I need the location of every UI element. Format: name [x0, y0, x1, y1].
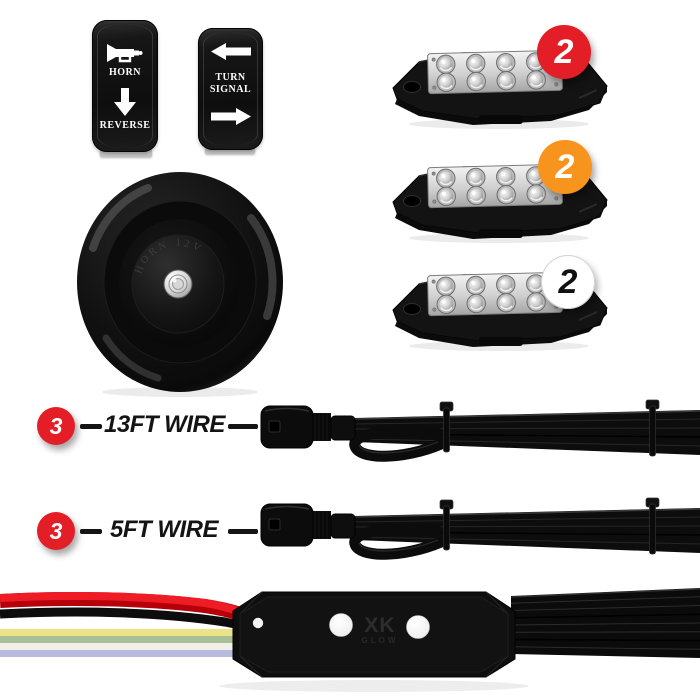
dash-line [80, 424, 102, 429]
quantity-badge-5ft: 3 [37, 512, 75, 550]
switch-base [100, 149, 152, 157]
wire-assembly-13ft [255, 398, 700, 482]
switch-label-reverse: REVERSE [99, 120, 151, 131]
svg-text:XK: XK [364, 614, 395, 637]
module-logo: XK GLOW [362, 614, 399, 645]
quantity-badge-13ft: 3 [37, 407, 75, 445]
module-body: XK GLOW [232, 591, 516, 678]
svg-text:GLOW: GLOW [362, 636, 399, 645]
module-indicator-led [406, 615, 430, 639]
rocker-switch-horn-reverse: HORN REVERSE [92, 20, 158, 152]
control-module: XK GLOW [0, 588, 700, 692]
horn-trumpet-icon [107, 44, 143, 63]
switch-base [205, 147, 255, 154]
rocker-switch-turn-signal: TURN SIGNAL [198, 28, 263, 150]
wire-assembly-5ft [255, 496, 700, 580]
quantity-badge-pod-3: 2 [541, 255, 595, 309]
quantity-badge-pod-1: 2 [537, 25, 591, 79]
wire-length-label-13ft: 13FT WIRE [104, 411, 225, 438]
dash-line [228, 529, 258, 534]
module-output-wires [510, 588, 700, 658]
dash-line [228, 424, 258, 429]
arrow-left-icon [210, 43, 251, 60]
quantity-badge-pod-2: 2 [538, 140, 592, 194]
module-mount-hole [252, 617, 264, 629]
switch-label-horn: HORN [109, 67, 141, 78]
wire-length-label-5ft: 5FT WIRE [110, 516, 219, 543]
arrow-right-icon [210, 108, 251, 125]
switch-label-turn-signal: TURN SIGNAL [209, 72, 252, 95]
dash-line [80, 529, 102, 534]
module-input-wires [0, 591, 268, 657]
module-indicator-led [329, 613, 353, 637]
horn-speaker: HORN 12V [77, 172, 283, 397]
arrow-down-icon [114, 88, 136, 116]
